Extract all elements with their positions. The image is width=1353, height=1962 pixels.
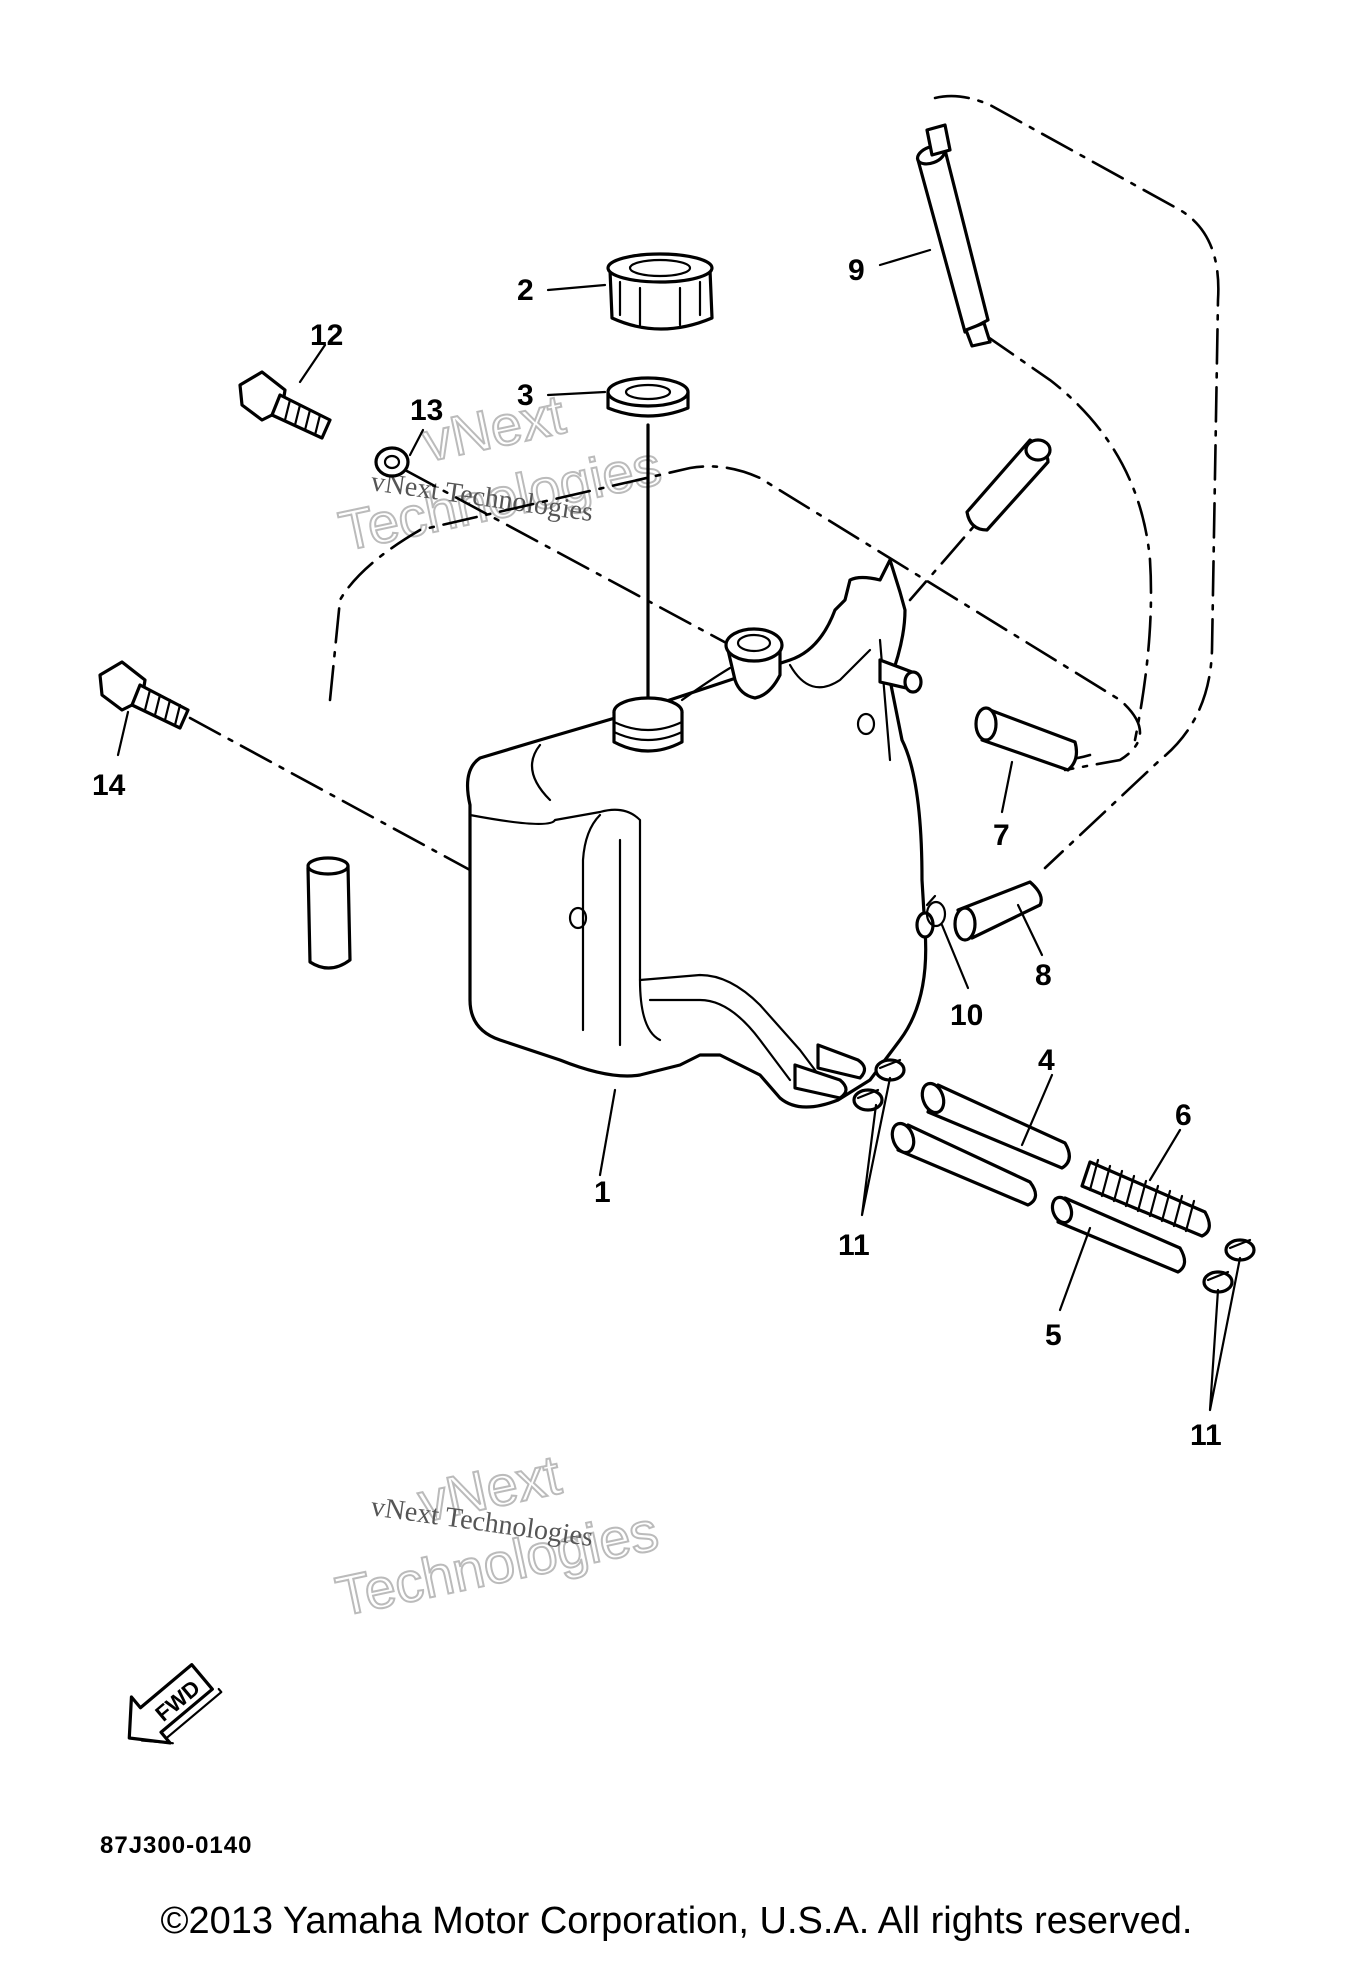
callout-7: 7 [993, 819, 1010, 852]
hose-9 [915, 123, 992, 348]
callout-2: 2 [517, 274, 534, 307]
callout-8: 8 [1035, 959, 1052, 992]
callout-4: 4 [1038, 1044, 1055, 1077]
gasket [606, 376, 690, 418]
oil-tank [466, 558, 935, 1109]
callout-12: 12 [310, 319, 343, 352]
copyright-notice: ©2013 Yamaha Motor Corporation, U.S.A. A… [160, 1900, 1193, 1942]
callout-9: 9 [848, 254, 865, 287]
hose-4 [920, 1081, 1071, 1170]
callout-3: 3 [517, 379, 534, 412]
callout-11-lower: 11 [1190, 1419, 1222, 1452]
clamps-11-lower [1202, 1238, 1256, 1294]
bolt-14 [98, 660, 190, 730]
hose-left [306, 856, 352, 970]
spring-6 [1080, 1158, 1211, 1238]
leader-lines [116, 248, 1242, 1412]
callout-13: 13 [410, 394, 443, 427]
diagram-code: 87J300-0140 [100, 1832, 253, 1859]
hose-short-upper [965, 438, 1052, 532]
callout-5: 5 [1045, 1319, 1062, 1352]
callout-10: 10 [950, 999, 983, 1032]
hose-8 [953, 880, 1043, 942]
clip-10 [925, 894, 947, 928]
callout-6: 6 [1175, 1099, 1192, 1132]
hose-7 [974, 706, 1079, 772]
tank-cap [606, 252, 714, 331]
hose-5 [1050, 1195, 1187, 1274]
washer-13 [374, 446, 410, 478]
callout-1: 1 [594, 1176, 611, 1209]
bolt-12 [238, 370, 332, 440]
callout-14: 14 [92, 769, 126, 802]
callout-labels: 1 2 3 4 5 6 7 8 9 10 11 11 12 13 14 [92, 254, 1222, 1452]
hose-lower-left [890, 1121, 1038, 1207]
fwd-arrow-icon: FWD [127, 1663, 223, 1745]
callout-11-upper: 11 [838, 1229, 870, 1262]
